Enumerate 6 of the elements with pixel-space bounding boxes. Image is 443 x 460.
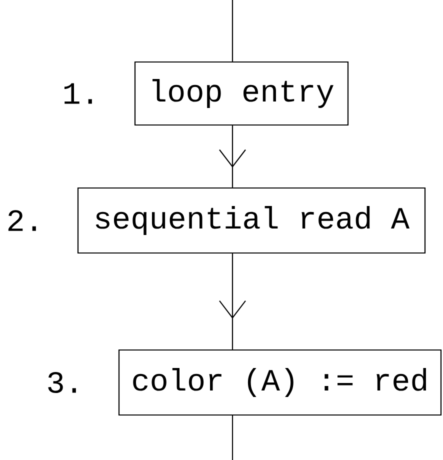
process-box: loop entry xyxy=(134,61,349,126)
step-number: 3. xyxy=(48,372,76,393)
step-number: 2. xyxy=(8,210,36,231)
process-box: color (A) := red xyxy=(118,349,442,416)
step-number: 1. xyxy=(64,83,92,104)
process-box: sequential read A xyxy=(77,187,426,254)
